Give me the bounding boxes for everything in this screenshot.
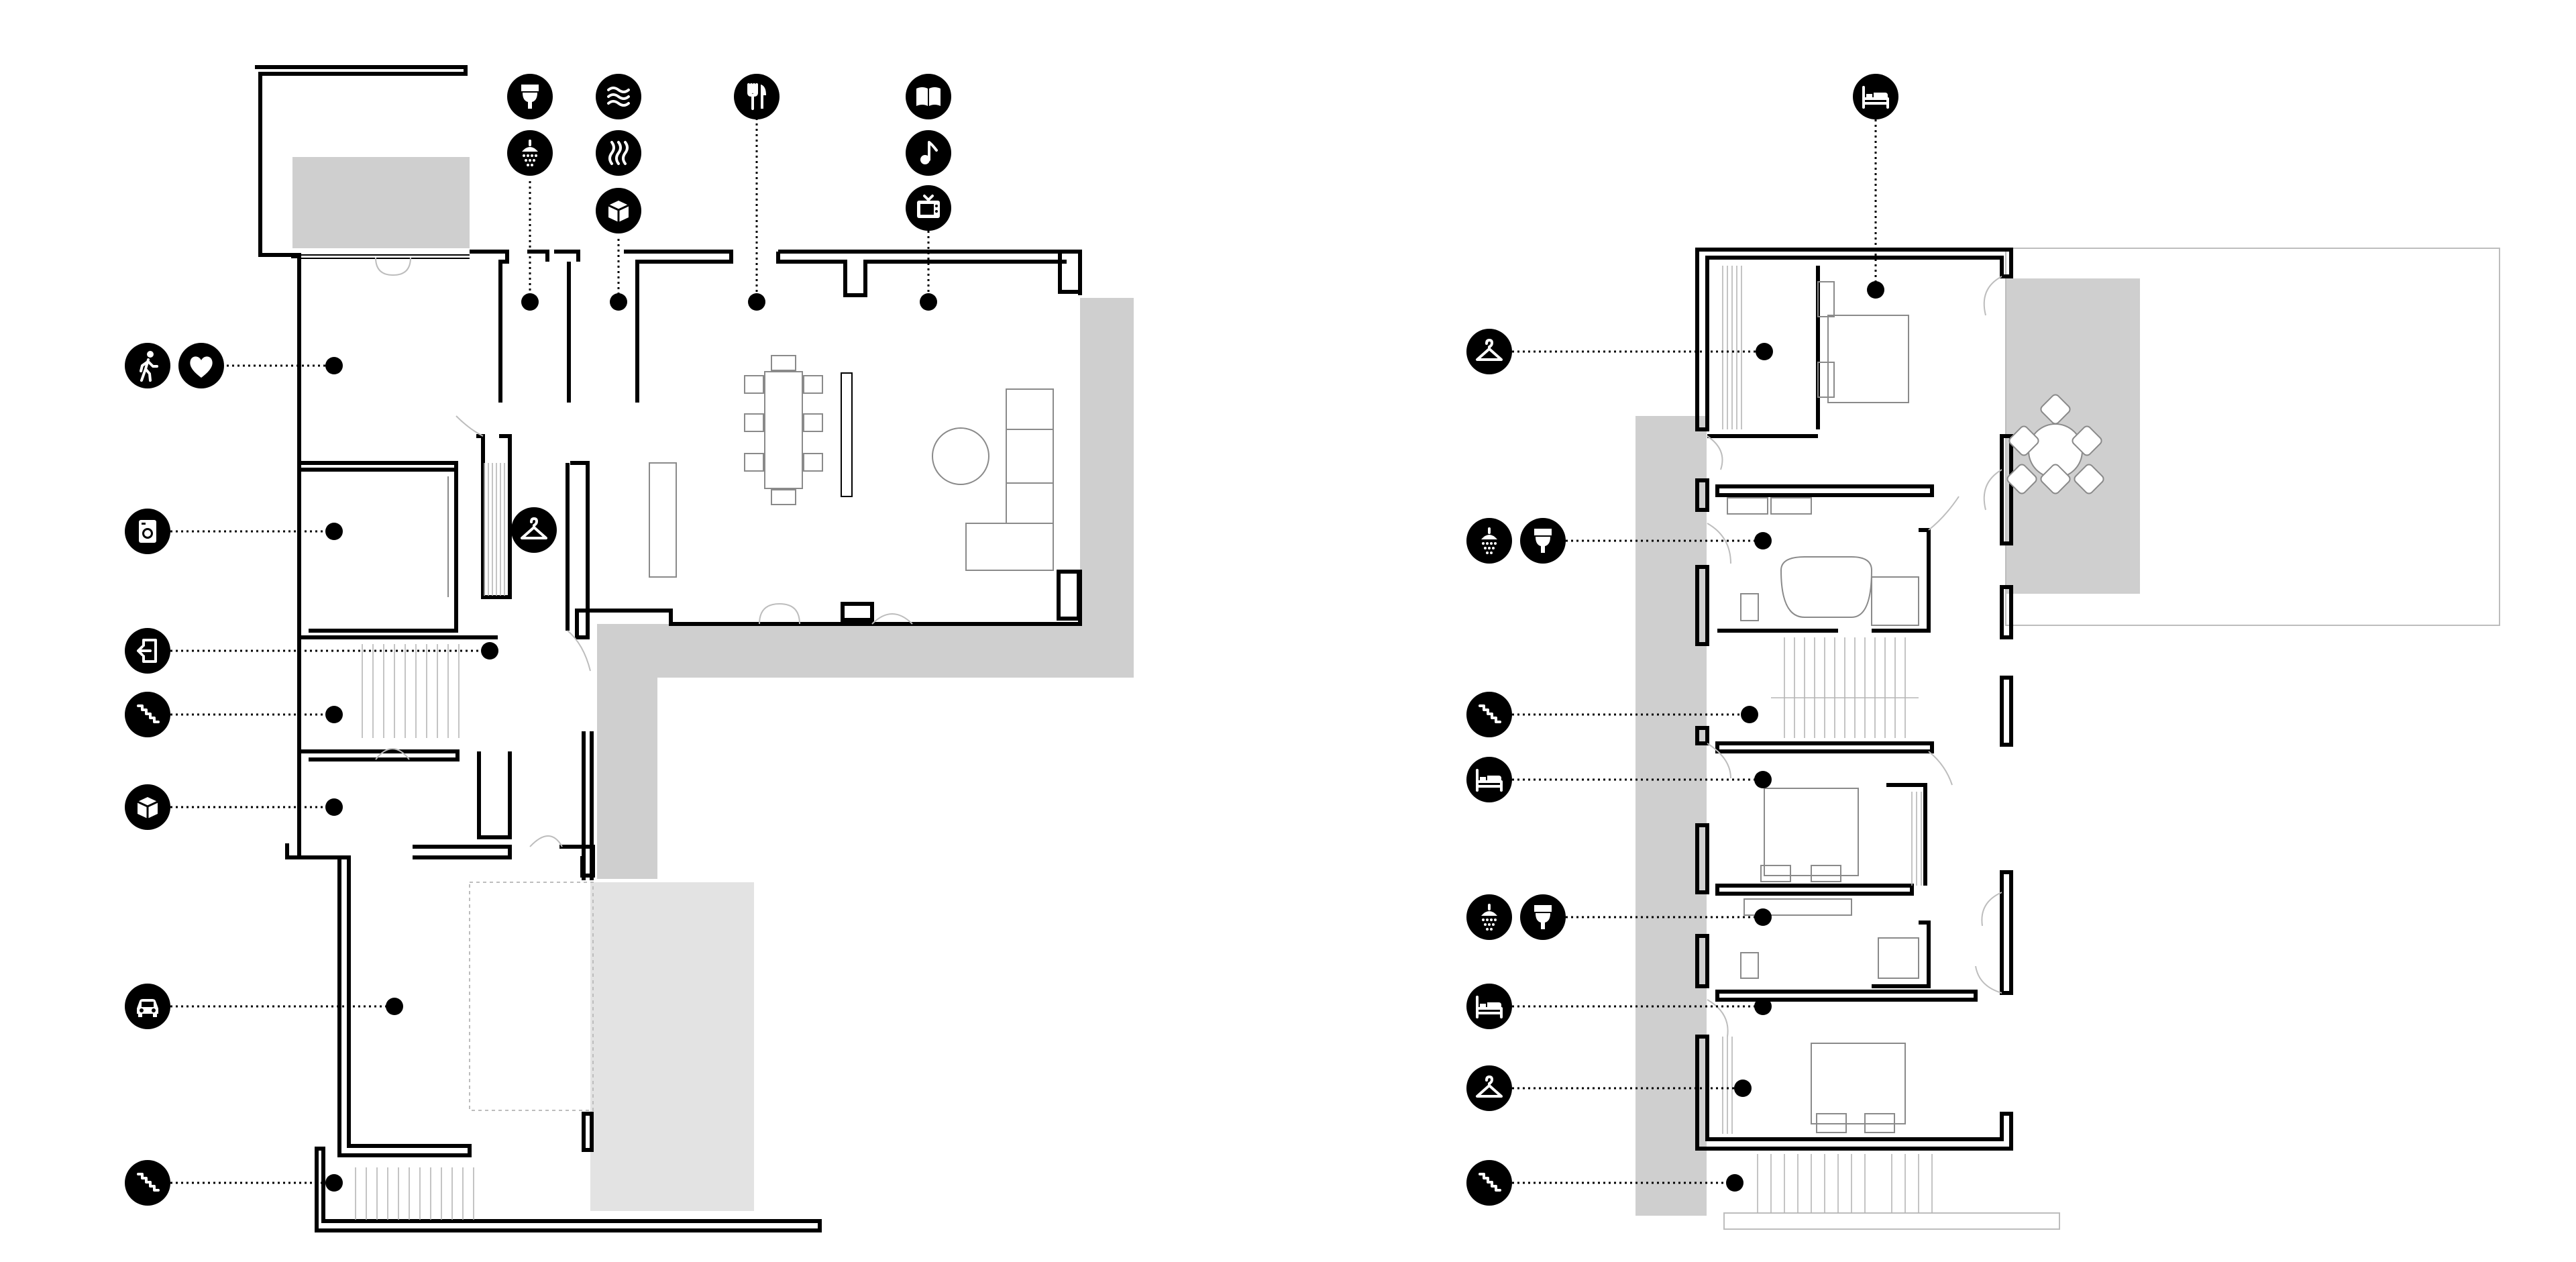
room-dot-walk-in-wardrobe <box>1756 343 1773 360</box>
heart-icon <box>178 343 224 388</box>
car-icon <box>125 984 170 1029</box>
exit-door-icon <box>125 628 170 674</box>
shower-tray <box>1871 576 1919 626</box>
patio-table <box>2006 394 2104 494</box>
stairs-icon <box>125 1160 170 1206</box>
bed-icon <box>1466 757 1512 802</box>
stairs-icon <box>125 692 170 737</box>
room-dot-external-stairs <box>325 1174 343 1192</box>
heating-icon <box>596 130 641 176</box>
washing-machine-icon <box>125 509 170 554</box>
room-dot-storage <box>325 798 343 816</box>
stairs-icon <box>1466 1160 1512 1206</box>
toilet-icon <box>1520 894 1566 940</box>
shower-icon <box>507 130 553 176</box>
shower-room-tray <box>1878 937 1919 979</box>
ground-floor-plan <box>125 65 1134 1232</box>
hanger-icon <box>1466 1065 1512 1111</box>
basin <box>1727 497 1768 515</box>
round-rug <box>932 427 989 485</box>
cutlery-icon <box>734 74 780 119</box>
toilet-icon <box>507 74 553 119</box>
tv-icon <box>906 185 951 231</box>
hanger-icon <box>1466 329 1512 374</box>
room-dot-landing <box>1741 706 1758 723</box>
room-dot-garage <box>386 998 403 1015</box>
toilet-icon <box>1520 518 1566 564</box>
music-note-icon <box>906 130 951 176</box>
room-dot-dining <box>748 293 765 311</box>
first-floor-stairs <box>1757 637 1933 1213</box>
bathtub <box>1780 556 1873 618</box>
room-dot-bathroom <box>1754 532 1772 549</box>
room-dot-utility <box>325 523 343 540</box>
room-dot-master-bedroom <box>1867 281 1884 299</box>
book-icon <box>906 74 951 119</box>
master-bed <box>1817 281 1909 403</box>
room-dot-hallway <box>481 642 498 660</box>
ground-floor-stairs <box>355 644 474 1220</box>
waves-icon <box>596 74 641 119</box>
room-dot-bedroom-3 <box>1754 998 1772 1015</box>
first-floor-callouts <box>1512 119 1884 1192</box>
room-dot-staircase <box>325 706 343 723</box>
sofa <box>965 388 1054 571</box>
kitchen-island <box>649 462 677 578</box>
room-dot-bedroom-2 <box>1754 771 1772 788</box>
ground-floor-callouts <box>170 118 937 1192</box>
first-floor-toilet <box>1740 593 1759 621</box>
storage-box-icon <box>125 784 170 830</box>
room-dot-entrance-hall <box>325 357 343 374</box>
stairs-icon <box>1466 692 1512 737</box>
sideboard <box>841 372 853 497</box>
shower-icon <box>1466 894 1512 940</box>
storage-box-icon <box>596 188 641 233</box>
room-dot-bedroom-3-wardrobe <box>1734 1080 1752 1097</box>
bedroom-2-bed <box>1760 788 1859 882</box>
first-floor-plan <box>1466 74 2500 1230</box>
room-dot-external-stairs <box>1726 1174 1743 1192</box>
room-dot-plant-room <box>610 293 627 311</box>
ground-floor-badges <box>125 74 951 1206</box>
bed-icon <box>1466 984 1512 1029</box>
shower-icon <box>1466 518 1512 564</box>
room-dot-wc-shower <box>521 293 539 311</box>
room-dot-shower-room <box>1754 908 1772 926</box>
walking-person-icon <box>125 343 170 388</box>
dining-table <box>744 355 823 505</box>
double-basin <box>1743 898 1852 916</box>
hanger-icon <box>511 507 557 553</box>
room-dot-living <box>920 293 937 311</box>
bedroom-3-bed <box>1811 1043 1906 1133</box>
bed-icon <box>1853 74 1898 119</box>
first-floor-badges <box>1466 74 1898 1206</box>
